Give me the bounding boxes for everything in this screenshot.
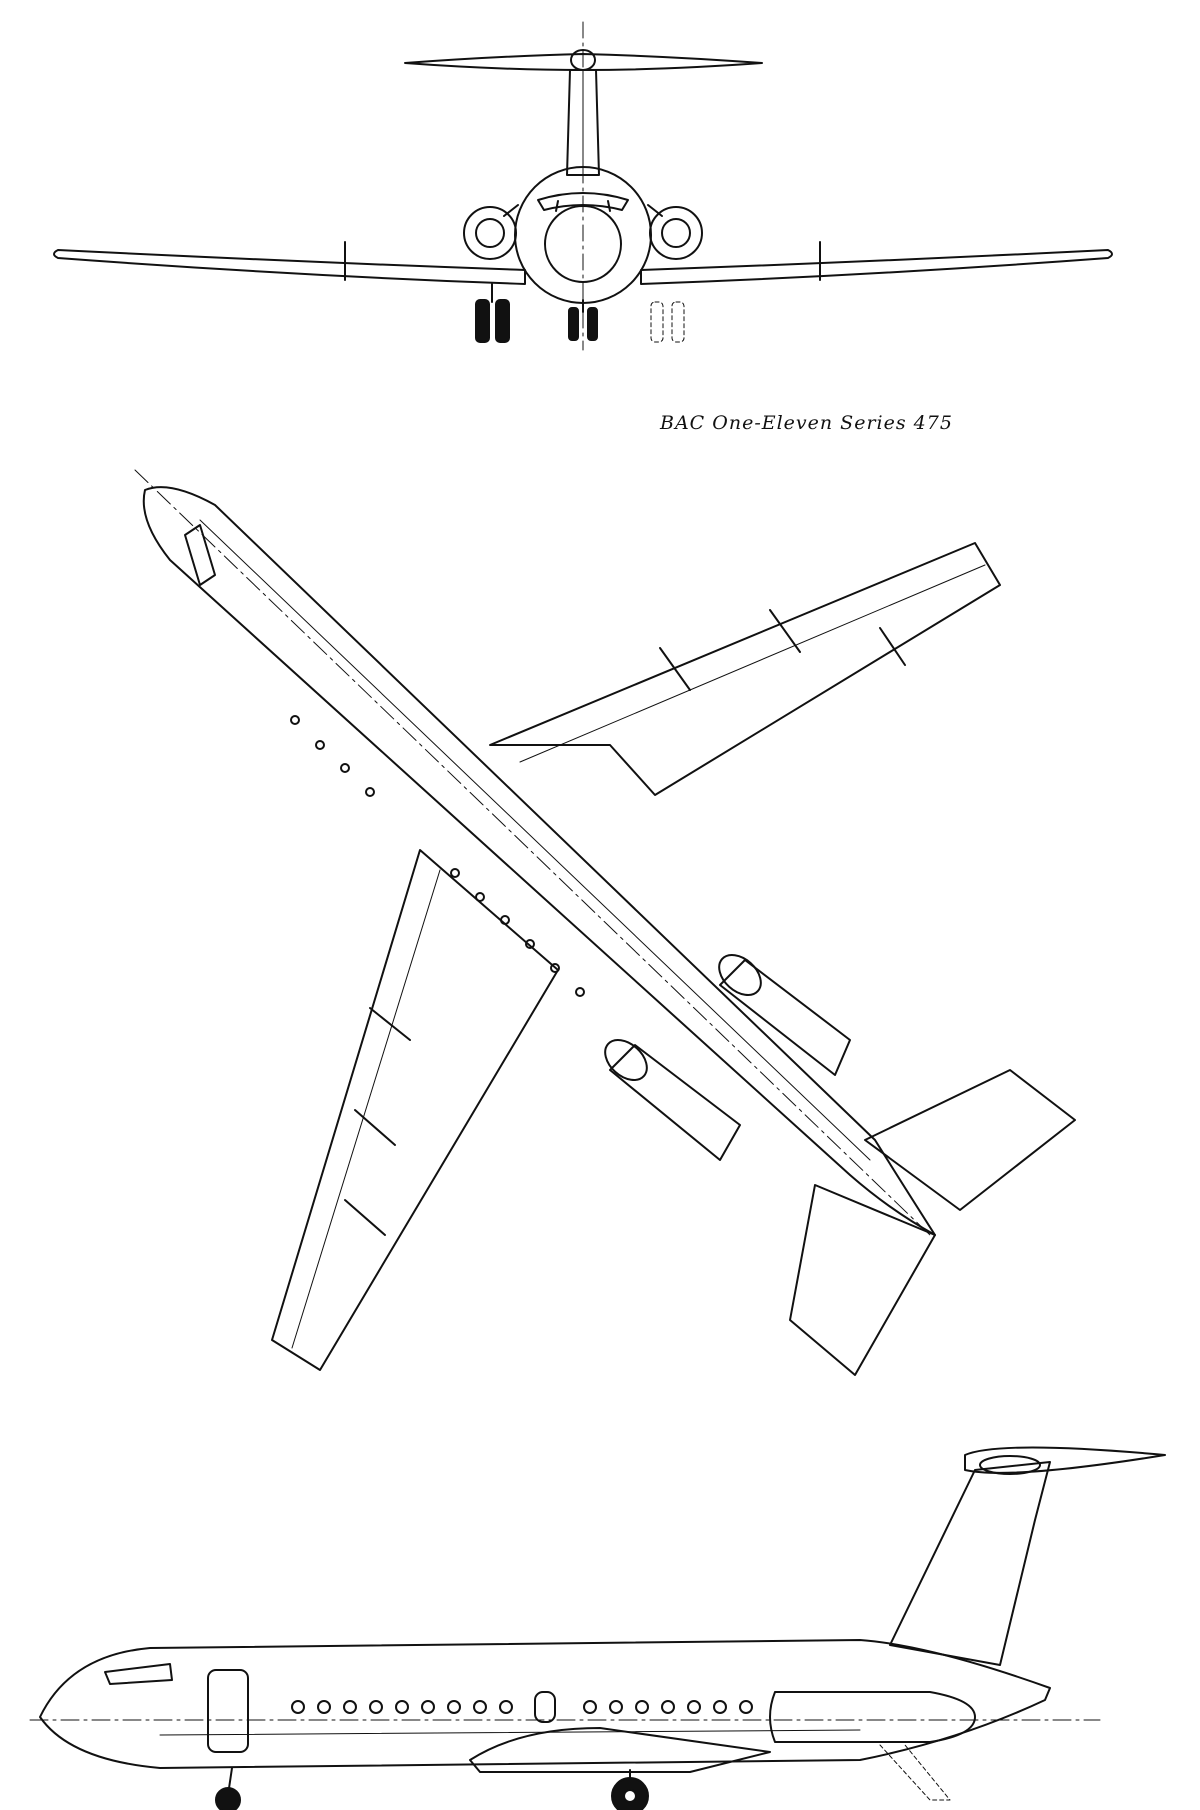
side-view <box>29 1446 1166 1810</box>
plan-view <box>134 469 1076 1376</box>
front-view <box>53 21 1113 351</box>
diagram-caption: BAC One-Eleven Series 475 <box>660 412 953 434</box>
